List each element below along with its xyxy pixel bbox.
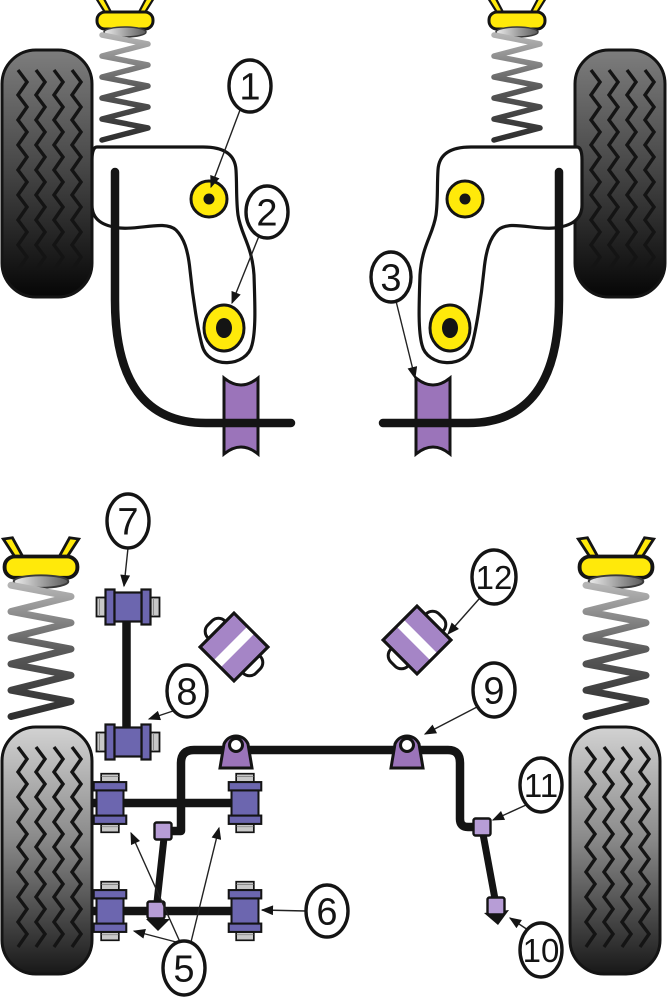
callout-bubble: [518, 756, 564, 814]
mount-bushing-right: [374, 597, 460, 683]
link-arrow-left: [146, 919, 170, 931]
callout-number: 1: [239, 67, 260, 109]
leader-line: [120, 547, 131, 588]
leader-line: [190, 826, 222, 943]
drop-link-bushing-upper: [95, 588, 161, 626]
leader-line: [210, 109, 241, 189]
tie-bar-bushing-front-right: [227, 772, 263, 834]
callout-number: 8: [176, 672, 197, 714]
callout-number: 7: [117, 502, 138, 544]
callout-5: 5: [130, 826, 222, 997]
coil-spring-front-right: [488, 0, 546, 140]
rear-axle-assembly: [65, 588, 509, 942]
leader-line: [231, 235, 260, 305]
callout-number: 2: [256, 193, 277, 235]
callout-bubble: [244, 184, 290, 240]
link-bushing-small-right-lower: [486, 896, 506, 916]
tire-rear-left: [2, 727, 92, 974]
callout-3: 3: [369, 250, 418, 380]
callout-1: 1: [210, 58, 273, 189]
callout-number: 11: [524, 767, 558, 804]
callout-number: 3: [380, 258, 401, 300]
callout-bubble: [518, 921, 564, 979]
tie-bar-bushing-front-left: [92, 772, 128, 834]
arb-clamp-bushing-left: [218, 734, 254, 770]
arb-end-link-right: [479, 830, 499, 903]
mount-bushing-left: [191, 604, 277, 690]
tie-bar-bushing-rear-right: [227, 880, 263, 942]
callout-bubble: [304, 883, 350, 939]
link-bushing-small-right-upper: [472, 817, 492, 837]
link-bushing-small-left-lower: [146, 900, 166, 920]
callout-number: 12: [476, 559, 513, 596]
tire-front-right: [575, 50, 665, 297]
leader-line: [491, 804, 527, 821]
tire-rear-right: [570, 727, 660, 974]
callout-number: 9: [483, 671, 504, 713]
callout-bubble: [369, 250, 413, 304]
callout-bubble: [471, 661, 517, 719]
callout-bubble: [470, 548, 518, 606]
leader-line: [447, 598, 480, 635]
tire-front-left: [2, 50, 92, 297]
callout-10: 10: [508, 917, 564, 979]
callout-12: 12: [447, 548, 518, 635]
leader-line: [130, 831, 181, 943]
coil-spring-front-left: [96, 0, 154, 140]
anti-roll-bar: [164, 745, 482, 836]
callout-11: 11: [491, 756, 564, 821]
leader-line: [395, 300, 418, 380]
callout-9: 9: [423, 661, 517, 735]
tie-bar-bushing-rear-left: [92, 880, 128, 942]
callout-number: 6: [316, 892, 337, 934]
callout-bubble: [105, 492, 151, 550]
callout-bubble: [165, 663, 209, 719]
front-wishbone-right: [383, 147, 582, 454]
coil-spring-rear-left: [3, 538, 78, 717]
callout-7: 7: [105, 492, 151, 588]
leader-line: [147, 710, 174, 721]
leader-line: [508, 917, 529, 931]
callout-number: 10: [523, 932, 560, 969]
callout-6: 6: [260, 883, 350, 939]
callout-number: 5: [173, 949, 194, 991]
leader-line: [260, 905, 307, 916]
leader-line: [132, 929, 177, 943]
callout-bubble: [161, 939, 207, 997]
callout-8: 8: [147, 663, 209, 721]
link-bushing-small-left-upper: [153, 821, 173, 841]
coil-spring-rear-right: [578, 538, 653, 717]
arb-clamp-bushing-right: [389, 734, 425, 770]
leader-line: [423, 706, 478, 735]
callout-2: 2: [231, 184, 290, 305]
arb-end-link-left: [153, 834, 168, 906]
callout-bubble: [227, 58, 273, 114]
drop-link-bushing-lower: [95, 723, 161, 761]
